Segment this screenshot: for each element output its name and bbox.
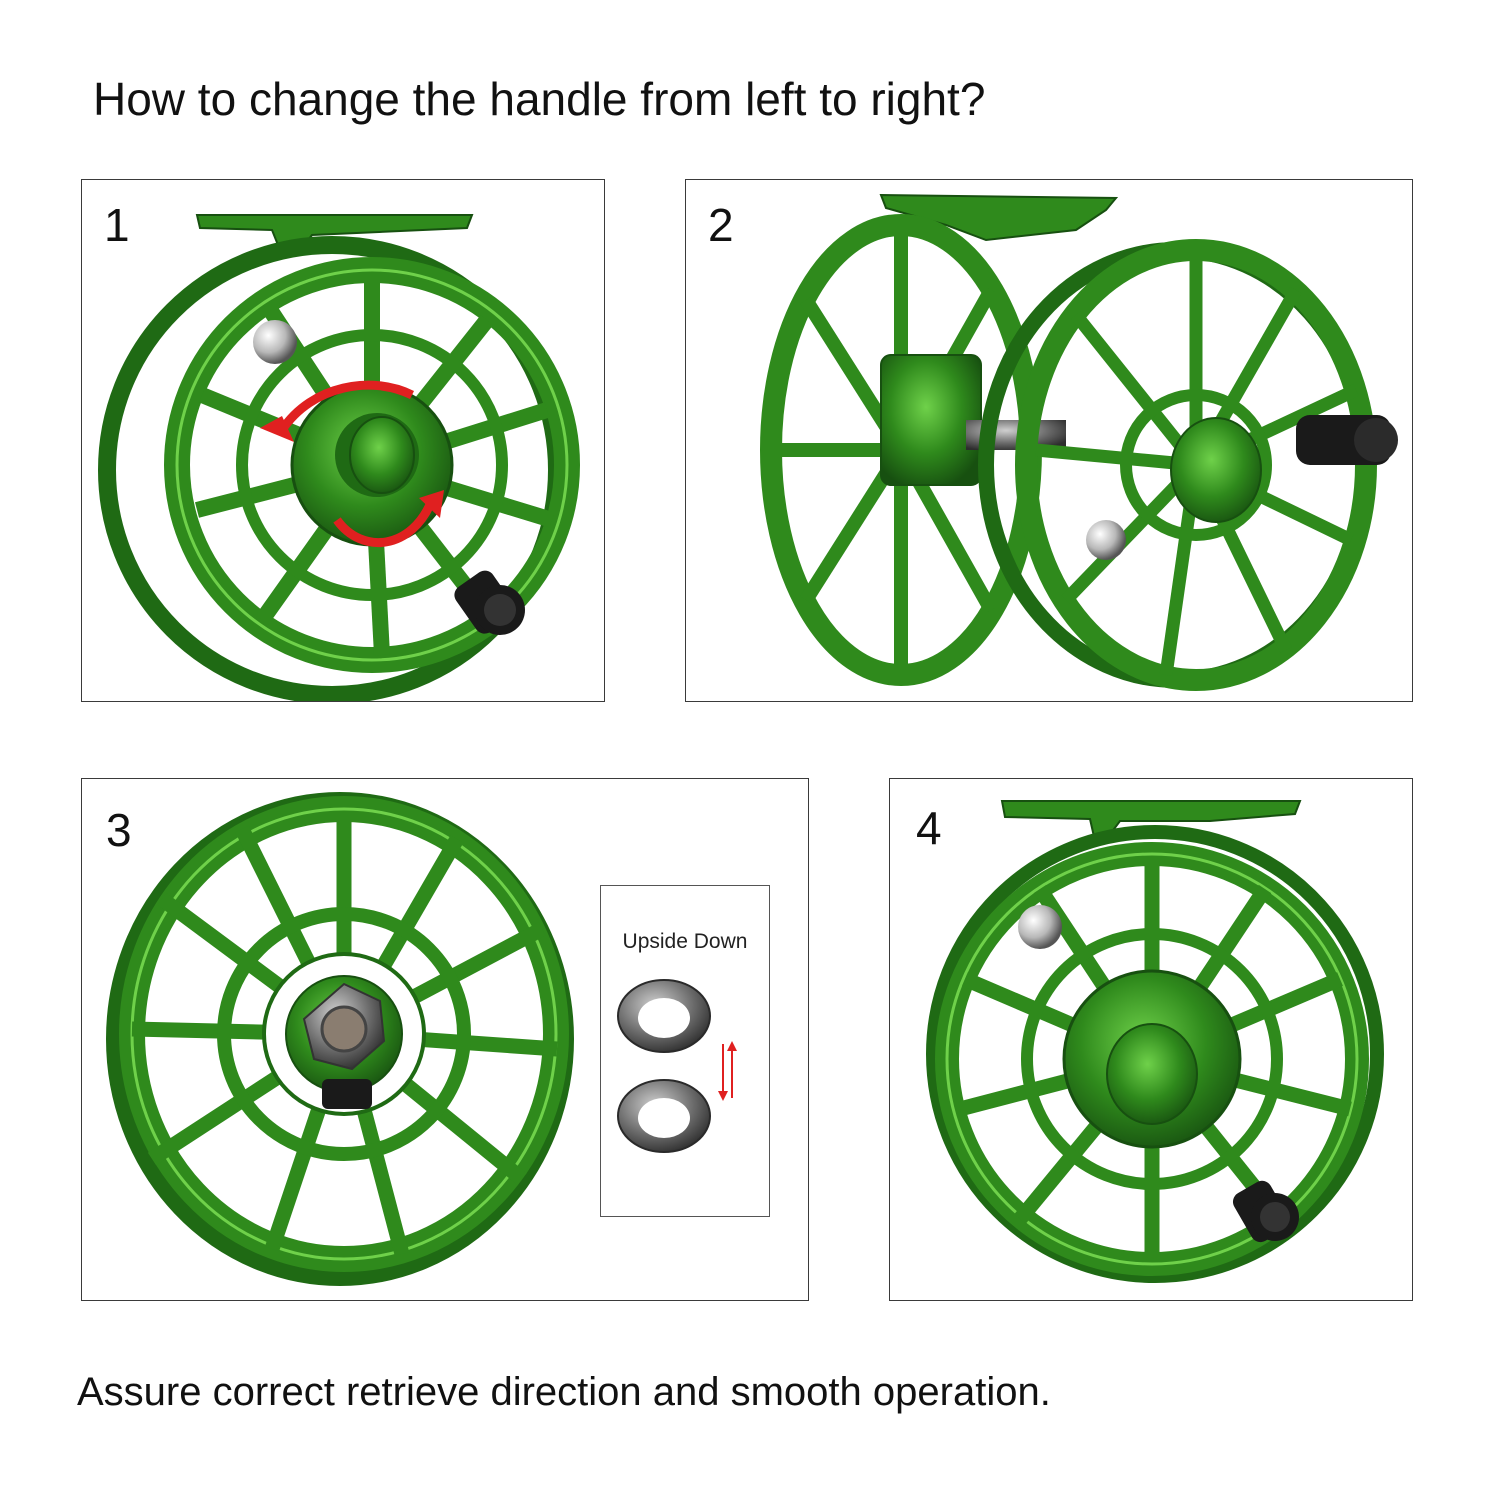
step-number: 4 bbox=[916, 802, 942, 854]
step-3-panel: 3 Upside Down bbox=[81, 778, 809, 1301]
reel-front-image bbox=[98, 214, 580, 701]
step-number: 2 bbox=[708, 199, 734, 251]
upside-down-inset: Upside Down bbox=[600, 885, 770, 1217]
spool-back-image bbox=[106, 792, 574, 1286]
inset-label: Upside Down bbox=[622, 930, 748, 953]
page-title: How to change the handle from left to ri… bbox=[93, 73, 986, 125]
footer-caption: Assure correct retrieve direction and sm… bbox=[77, 1370, 1051, 1414]
step-number: 3 bbox=[106, 804, 132, 856]
reel-separated-image bbox=[760, 193, 1398, 691]
step-number: 1 bbox=[104, 199, 130, 251]
lock-ring-pair-image bbox=[617, 979, 737, 1153]
reel-right-hand-image bbox=[926, 800, 1384, 1283]
step-2-panel: 2 bbox=[685, 179, 1413, 702]
step-1-panel: 1 bbox=[81, 179, 605, 702]
step-4-panel: 4 bbox=[889, 778, 1413, 1301]
